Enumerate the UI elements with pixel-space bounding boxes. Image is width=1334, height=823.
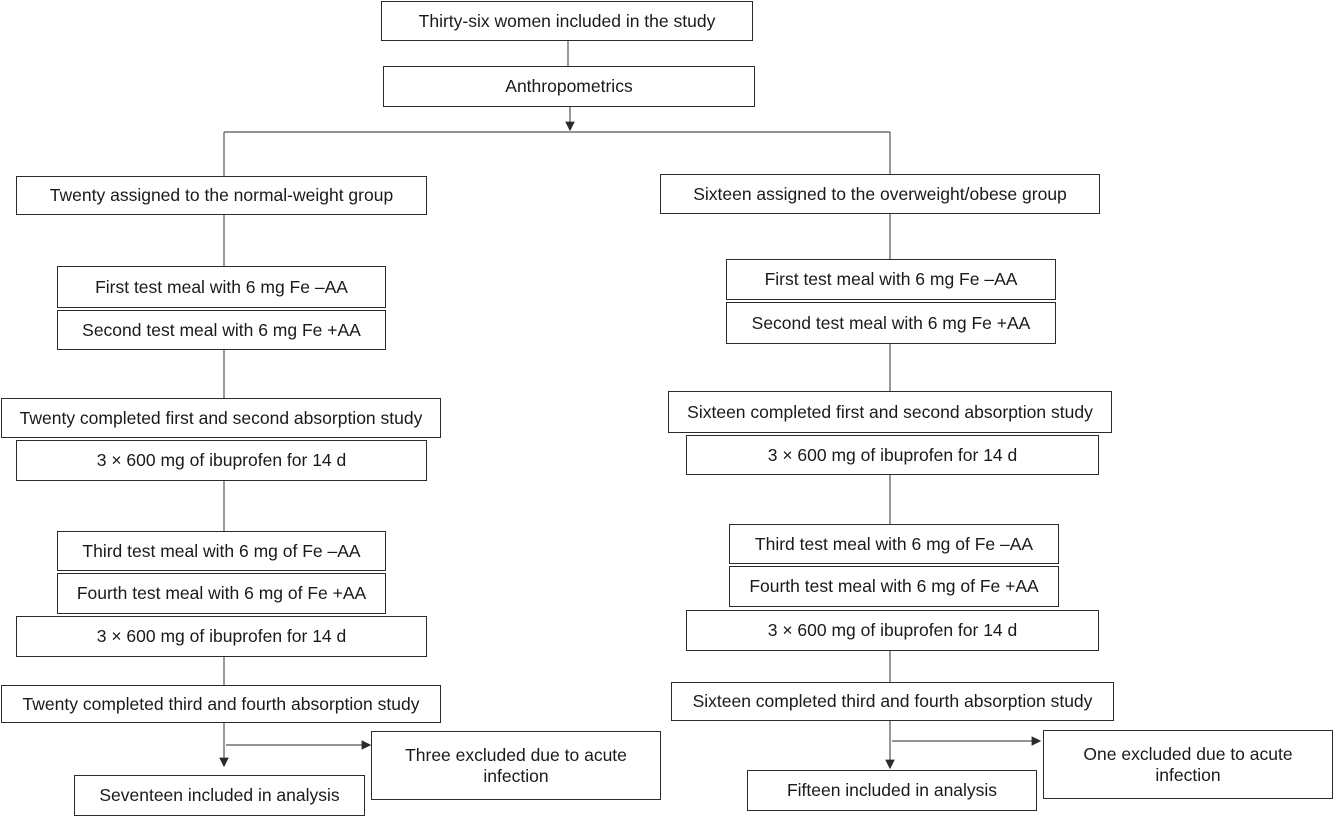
left-completed1-box: Twenty completed first and second absorp… <box>1 398 441 438</box>
right-meal2-box: Second test meal with 6 mg Fe +AA <box>726 302 1056 344</box>
right-meal4-box: Fourth test meal with 6 mg of Fe +AA <box>729 566 1059 607</box>
right-ibuprofen2-box: 3 × 600 mg of ibuprofen for 14 d <box>686 610 1099 651</box>
anthropometrics-box: Anthropometrics <box>383 66 755 107</box>
right-excluded-box: One excluded due to acute infection <box>1043 730 1333 799</box>
right-group-box: Sixteen assigned to the overweight/obese… <box>660 174 1100 214</box>
right-completed2-box: Sixteen completed third and fourth absor… <box>671 682 1114 721</box>
left-ibuprofen1-box: 3 × 600 mg of ibuprofen for 14 d <box>16 440 427 481</box>
right-ibuprofen1-box: 3 × 600 mg of ibuprofen for 14 d <box>686 435 1099 475</box>
left-meal1-box: First test meal with 6 mg Fe –AA <box>57 266 386 308</box>
right-meal3-box: Third test meal with 6 mg of Fe –AA <box>729 524 1059 564</box>
left-ibuprofen2-box: 3 × 600 mg of ibuprofen for 14 d <box>16 616 427 657</box>
left-meal2-box: Second test meal with 6 mg Fe +AA <box>57 310 386 350</box>
start-box: Thirty-six women included in the study <box>381 1 753 41</box>
left-excluded-box: Three excluded due to acute infection <box>371 731 661 800</box>
right-completed1-box: Sixteen completed first and second absor… <box>668 391 1112 433</box>
left-meal4-box: Fourth test meal with 6 mg of Fe +AA <box>57 573 386 614</box>
left-meal3-box: Third test meal with 6 mg of Fe –AA <box>57 531 386 571</box>
left-analysis-box: Seventeen included in analysis <box>74 775 365 816</box>
right-meal1-box: First test meal with 6 mg Fe –AA <box>726 259 1056 300</box>
left-completed2-box: Twenty completed third and fourth absorp… <box>1 685 441 723</box>
left-group-box: Twenty assigned to the normal-weight gro… <box>16 176 427 215</box>
right-analysis-box: Fifteen included in analysis <box>747 770 1037 811</box>
